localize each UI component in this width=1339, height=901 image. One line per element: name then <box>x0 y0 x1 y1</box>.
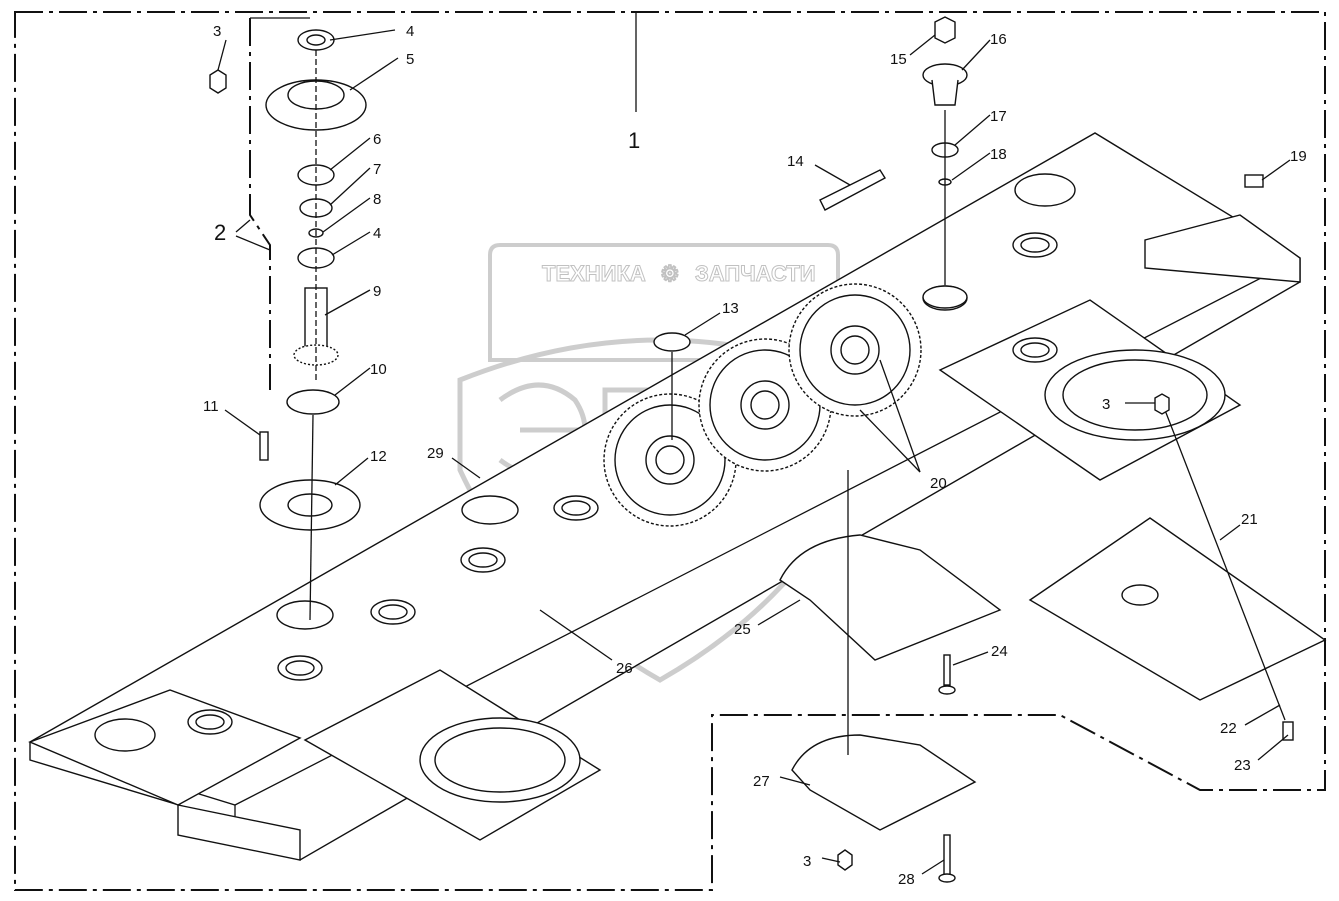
callout-22: 22 <box>1220 720 1237 737</box>
watermark-left-word: ТЕХНИКА <box>542 261 646 286</box>
idler-stack <box>653 16 1264 440</box>
group-2-boundary <box>249 18 271 390</box>
callout-2: 2 <box>214 220 226 245</box>
gear-train <box>603 283 922 527</box>
beam-holes <box>94 173 1076 752</box>
callout-3: 3 <box>1102 396 1110 413</box>
callout-24: 24 <box>991 643 1008 660</box>
callout-10: 10 <box>370 361 387 378</box>
callout-19: 19 <box>1290 148 1307 165</box>
callout-14: 14 <box>787 153 804 170</box>
callout-12: 12 <box>370 448 387 465</box>
callout-21: 21 <box>1241 511 1258 528</box>
callout-25: 25 <box>734 621 751 638</box>
callout-28: 28 <box>898 871 915 888</box>
assembly-boundary <box>14 11 1326 891</box>
callout-29: 29 <box>427 445 444 462</box>
callout-27: 27 <box>753 773 770 790</box>
watermark: ТЕХНИКА ⚙ ЗАПЧАСТИ <box>457 243 863 683</box>
callout-9: 9 <box>373 283 381 300</box>
callout-4: 4 <box>406 23 414 40</box>
callout-3: 3 <box>803 853 811 870</box>
leader-lines <box>217 29 1291 875</box>
callout-4: 4 <box>373 225 381 242</box>
callout-13: 13 <box>722 300 739 317</box>
callout-18: 18 <box>990 146 1007 163</box>
callout-15: 15 <box>890 51 907 68</box>
callout-20: 20 <box>930 475 947 492</box>
shields <box>779 393 1327 883</box>
gear-icon: ⚙ <box>660 261 680 286</box>
drive-shaft-stack <box>209 29 367 621</box>
callout-3: 3 <box>213 23 221 40</box>
callout-6: 6 <box>373 131 381 148</box>
callout-16: 16 <box>990 31 1007 48</box>
watermark-right-word: ЗАПЧАСТИ <box>695 261 816 286</box>
callout-17: 17 <box>990 108 1007 125</box>
callout-7: 7 <box>373 161 381 178</box>
callout-11: 11 <box>203 398 219 415</box>
callout-5: 5 <box>406 51 414 68</box>
callout-labels: 1 2 3 4 5 6 7 8 4 9 10 11 12 13 14 15 16… <box>203 23 1307 888</box>
callout-8: 8 <box>373 191 381 208</box>
callout-1: 1 <box>628 128 640 153</box>
callout-26: 26 <box>616 660 633 677</box>
callout-23: 23 <box>1234 757 1251 774</box>
